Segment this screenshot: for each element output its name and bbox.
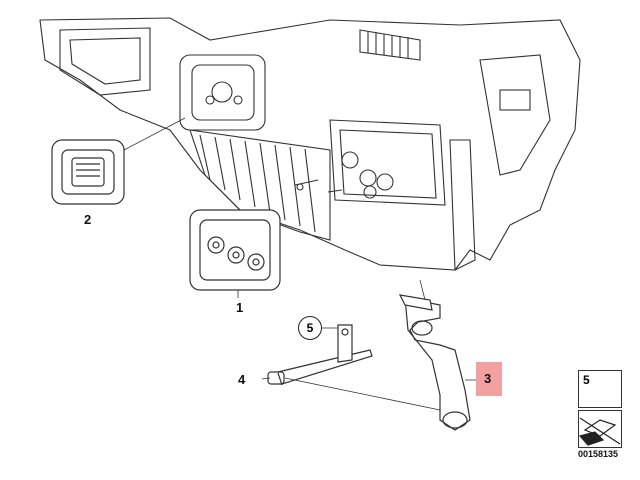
callout-3: 3 [484,371,492,386]
part-4-rod [267,324,373,386]
part-1-gasket [189,209,281,298]
callout-2: 2 [84,212,92,227]
legend-arrow-icon [578,417,621,446]
legend-part-5-box: 5 [578,370,622,408]
reference-number: 00158135 [578,449,619,459]
leader-lines [261,377,476,411]
callout-4: 4 [238,372,246,387]
callout-5-circle: 5 [298,316,322,340]
callout-1: 1 [236,300,244,315]
callout-3-highlight [476,362,502,396]
part-2-gasket [51,117,186,205]
legend-arrow-box [578,410,622,448]
part-3-duct [398,279,471,431]
legend-part-5-label: 5 [583,373,590,387]
hvac-housing-assembly [39,17,581,271]
